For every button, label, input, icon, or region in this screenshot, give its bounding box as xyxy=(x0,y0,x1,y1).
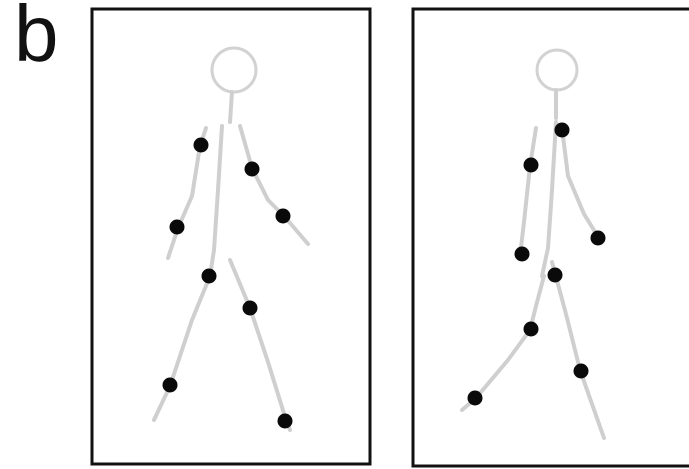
right-marker-wrist-far xyxy=(591,231,606,246)
right-marker-shoulder xyxy=(555,123,570,138)
right-marker-knee-near xyxy=(524,322,539,337)
left-marker-knee-far xyxy=(243,301,258,316)
right-marker-hip xyxy=(548,268,563,283)
left-marker-hip xyxy=(202,269,217,284)
right-marker-knee-far xyxy=(574,364,589,379)
left-panel-frame xyxy=(92,9,370,464)
left-marker-wrist-far xyxy=(276,209,291,224)
left-marker-wrist-near xyxy=(170,220,185,235)
left-marker-ankle-far xyxy=(278,414,293,429)
left-neck xyxy=(230,92,232,122)
right-panel xyxy=(413,9,689,466)
right-marker-ankle-near xyxy=(468,391,483,406)
right-panel-frame xyxy=(413,9,689,466)
left-marker-shoulder-near xyxy=(194,138,209,153)
left-marker-elbow-far xyxy=(245,162,260,177)
left-panel xyxy=(92,9,370,464)
right-marker-wrist-near xyxy=(515,247,530,262)
right-marker-elbow-near xyxy=(524,158,539,173)
left-marker-ankle-near xyxy=(163,378,178,393)
